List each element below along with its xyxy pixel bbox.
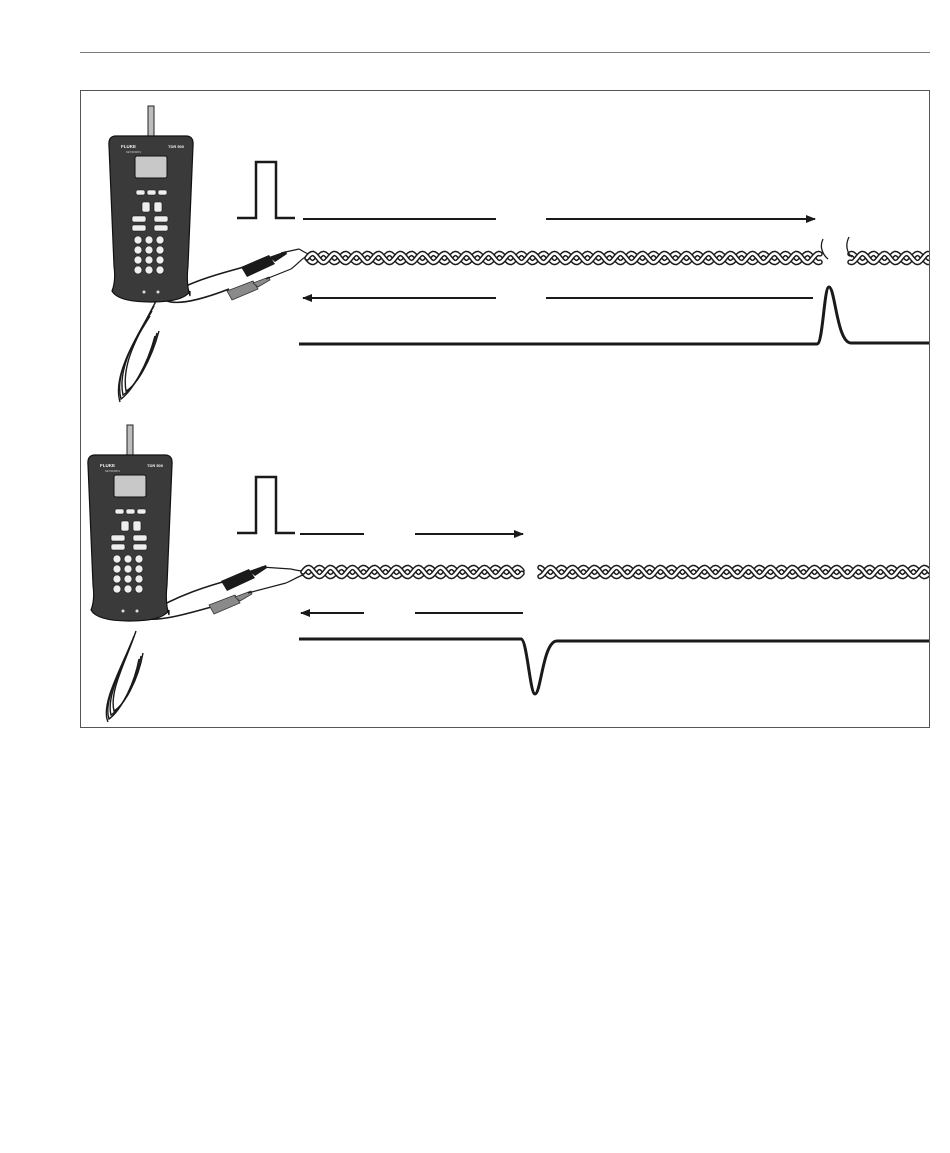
incident-pulse bbox=[237, 162, 295, 218]
coiled-cord bbox=[118, 301, 159, 402]
reflected-waveform-negative bbox=[299, 639, 930, 694]
incident-pulse bbox=[237, 477, 295, 533]
alligator-clip-grey bbox=[227, 269, 291, 300]
model-label: TDR 500 bbox=[147, 463, 164, 468]
open-fault-break bbox=[821, 237, 852, 259]
brand-sub-text: NETWORKS bbox=[126, 150, 141, 154]
display-screen bbox=[114, 475, 146, 497]
brand-logo-text: FLUKE bbox=[100, 463, 115, 468]
brand-sub-text: NETWORKS bbox=[105, 469, 120, 473]
antenna bbox=[127, 425, 133, 455]
figure-frame: FLUKE NETWORKS TDR 500 bbox=[80, 90, 930, 728]
tdr-diagram: FLUKE NETWORKS TDR 500 bbox=[81, 91, 930, 728]
tdr-tester-device: FLUKE NETWORKS TDR 500 bbox=[109, 106, 193, 302]
header-rule bbox=[80, 52, 930, 53]
alligator-clip-black bbox=[221, 565, 291, 591]
model-label: TDR 500 bbox=[168, 144, 185, 149]
coiled-cord bbox=[106, 631, 143, 722]
antenna bbox=[148, 106, 154, 136]
reflected-waveform-positive bbox=[299, 287, 930, 344]
alligator-clip-black bbox=[241, 249, 299, 277]
brand-logo-text: FLUKE bbox=[121, 144, 136, 149]
twisted-pair-cable bbox=[307, 254, 930, 263]
alligator-clip-grey bbox=[209, 583, 286, 614]
panel-short-fault: FLUKE NETWORKS TDR 500 bbox=[88, 425, 930, 722]
display-screen bbox=[135, 156, 167, 178]
panel-open-fault: FLUKE NETWORKS TDR 500 bbox=[109, 106, 930, 402]
tdr-tester-device: FLUKE NETWORKS TDR 500 bbox=[88, 425, 172, 621]
twisted-pair-cable bbox=[303, 568, 930, 577]
